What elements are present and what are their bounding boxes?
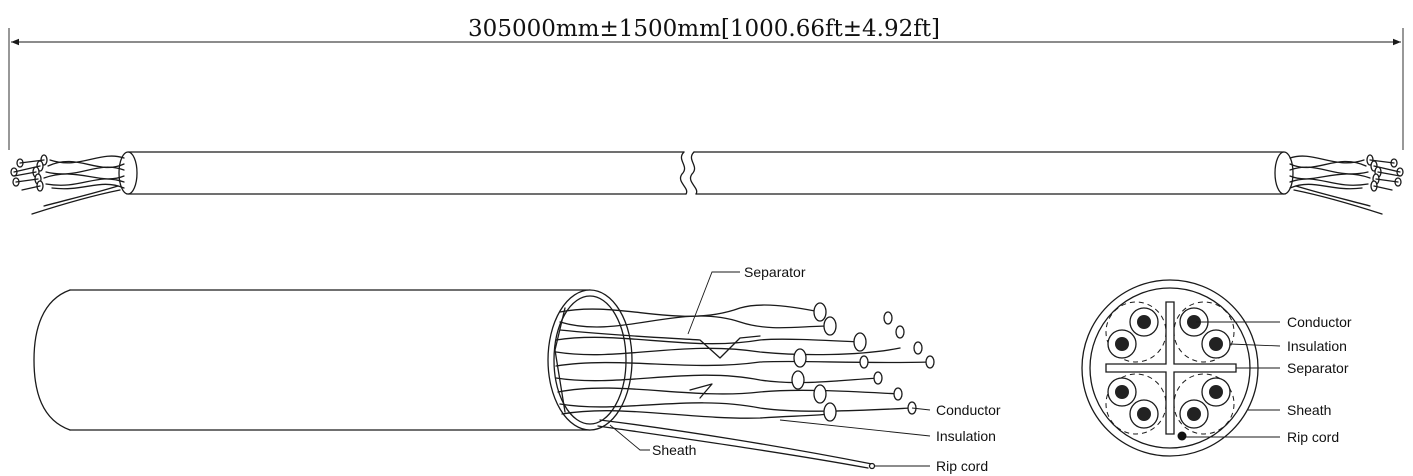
sheath-cut-end: [547, 289, 633, 431]
pair-top-right: [1173, 301, 1235, 363]
jacket-right-segment: [693, 151, 1285, 195]
break-line-left: [679, 151, 688, 195]
leader-insulation: [779, 419, 931, 437]
sheath-body: [69, 289, 591, 431]
cross-label-rip-cord: Rip cord: [1287, 429, 1339, 445]
wire-bundle-right: [1289, 154, 1404, 215]
pair-bottom-left: [1105, 373, 1167, 435]
label-conductor: Conductor: [936, 402, 1001, 418]
cable-cross-section: Conductor Insulation Separator Sheath Ri…: [1081, 279, 1352, 457]
cross-label-separator: Separator: [1287, 360, 1349, 376]
dimension-text: 305000mm±1500mm[1000.66ft±4.92ft]: [468, 16, 940, 42]
cross-separator: [1105, 301, 1237, 435]
cross-label-sheath: Sheath: [1287, 402, 1331, 418]
pair-bottom-right: [1173, 373, 1235, 435]
label-separator: Separator: [744, 264, 806, 280]
cross-leader-insulation: [1229, 343, 1281, 347]
leader-separator: [687, 271, 740, 335]
cable-full-length: [10, 151, 1404, 215]
break-line-right: [689, 151, 698, 195]
label-rip-cord: Rip cord: [936, 458, 988, 474]
cross-label-conductor: Conductor: [1287, 314, 1352, 330]
dimension-line: 305000mm±1500mm[1000.66ft±4.92ft]: [8, 16, 1404, 150]
jacket-end-right: [1274, 151, 1294, 195]
leader-conductor: [911, 407, 931, 411]
sheath-inner-edge: [553, 295, 627, 425]
label-sheath: Sheath: [652, 442, 696, 458]
leader-sheath: [609, 424, 650, 451]
jacket-left-segment: [127, 151, 687, 195]
sheath-left-end: [33, 289, 71, 431]
label-insulation: Insulation: [936, 428, 996, 444]
cross-label-insulation: Insulation: [1287, 338, 1347, 354]
wire-bundle-left: [10, 154, 125, 215]
cable-side-view: Separator Conductor Insulation Rip cord …: [33, 264, 1001, 474]
pair-top-left: [1105, 301, 1167, 363]
cross-rip-cord: [1177, 431, 1187, 441]
jacket-end-left: [118, 151, 138, 195]
